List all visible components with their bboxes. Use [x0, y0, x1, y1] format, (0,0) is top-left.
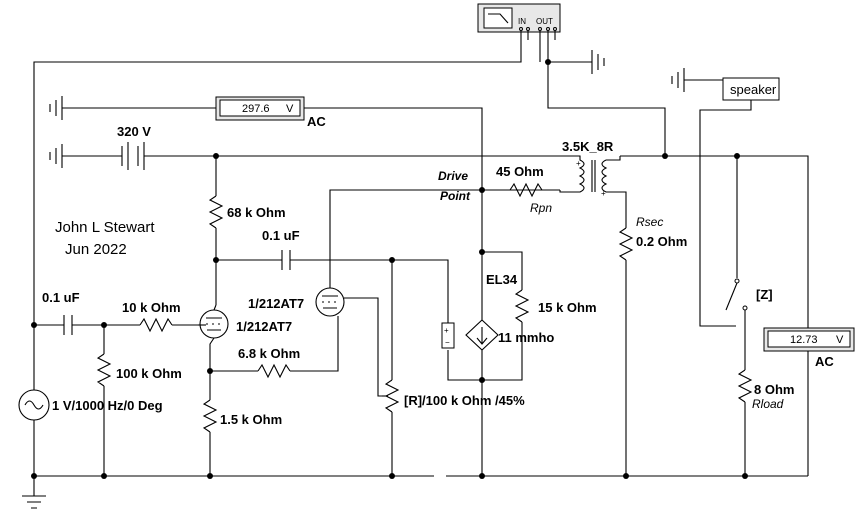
rload-name: Rload	[752, 397, 784, 411]
r68k-label: 68 k Ohm	[227, 205, 286, 220]
cap-input-label: 0.1 uF	[42, 290, 80, 305]
source-label: 1 V/1000 Hz/0 Deg	[52, 398, 163, 413]
tube1-label: 1/212AT7	[236, 319, 292, 334]
controlled-current-source[interactable]	[465, 319, 499, 351]
author-date: Jun 2022	[65, 241, 127, 258]
svg-text:+: +	[444, 326, 449, 335]
speaker-box[interactable]: speaker	[722, 77, 780, 101]
r6k8-label: 6.8 k Ohm	[238, 346, 300, 361]
cap-coupling-label: 0.1 uF	[262, 228, 300, 243]
ground-symbol	[22, 476, 46, 509]
drive-point-label-2: Point	[440, 189, 471, 203]
capacitor-coupling[interactable]	[281, 250, 291, 270]
oscilloscope[interactable]: IN OUT	[477, 3, 561, 33]
author-name: John L Stewart	[55, 219, 155, 236]
resistor-10k[interactable]	[139, 317, 173, 333]
r10k-label: 10 k Ohm	[122, 300, 181, 315]
svg-text:−: −	[445, 338, 450, 347]
resistor-100k[interactable]	[96, 353, 112, 387]
rpn-name: Rpn	[530, 201, 552, 215]
control-terminal: + −	[441, 322, 455, 349]
voltmeter-right-unit: V	[836, 334, 844, 346]
rsec-value: 0.2 Ohm	[636, 234, 687, 249]
battery-320v[interactable]	[121, 142, 145, 170]
r100k-label: 100 k Ohm	[116, 366, 182, 381]
resistor-6k8[interactable]	[257, 363, 291, 379]
voltmeter-right-mode: AC	[815, 354, 834, 369]
triode-tube-1[interactable]	[198, 309, 229, 339]
r1k5-label: 1.5 k Ohm	[220, 412, 282, 427]
capacitor-input[interactable]	[63, 315, 73, 335]
waveform-icon	[488, 13, 509, 24]
ac-source[interactable]	[18, 389, 50, 421]
voltmeter-top-mode: AC	[307, 114, 326, 129]
resistor-rpn[interactable]	[509, 182, 543, 198]
resistor-rsec[interactable]	[618, 227, 634, 261]
pot-label: [R]/100 k Ohm /45%	[404, 393, 525, 408]
resistor-15k[interactable]	[514, 289, 530, 323]
voltmeter-top-unit: V	[286, 103, 294, 115]
drive-point-label-1: Drive	[438, 169, 468, 183]
voltmeter-right[interactable]: 12.73 V	[763, 327, 855, 352]
ground-symbol	[49, 96, 63, 120]
triode-tube-2[interactable]	[315, 287, 345, 317]
voltmeter-top-value: 297.6	[242, 103, 270, 115]
speaker-label: speaker	[730, 82, 777, 97]
switch-label: [Z]	[756, 287, 773, 302]
resistor-68k[interactable]	[208, 195, 224, 229]
ground-symbol	[49, 144, 63, 168]
scope-in-label: IN	[518, 17, 526, 26]
rpn-value: 45 Ohm	[496, 164, 544, 179]
svg-text:+: +	[601, 189, 606, 198]
voltmeter-top[interactable]: 297.6 V	[215, 96, 305, 121]
rload-value: 8 Ohm	[754, 382, 794, 397]
ground-symbol	[671, 68, 685, 92]
resistor-rload[interactable]	[737, 369, 753, 403]
transformer-label: 3.5K_8R	[562, 139, 614, 154]
transformer[interactable]: + +	[559, 155, 621, 198]
supply-label: 320 V	[117, 124, 151, 139]
switch-z[interactable]	[725, 278, 748, 311]
scope-out-label: OUT	[536, 17, 553, 26]
gm-label: 11 mmho	[498, 330, 554, 345]
rsec-name: Rsec	[636, 215, 663, 229]
el34-label: EL34	[486, 272, 518, 287]
resistor-1k5[interactable]	[202, 399, 218, 433]
svg-text:+: +	[576, 159, 581, 168]
ground-symbol	[591, 50, 605, 74]
voltmeter-right-value: 12.73	[790, 334, 818, 346]
r15k-label: 15 k Ohm	[538, 300, 597, 315]
tube2-label: 1/212AT7	[248, 296, 304, 311]
